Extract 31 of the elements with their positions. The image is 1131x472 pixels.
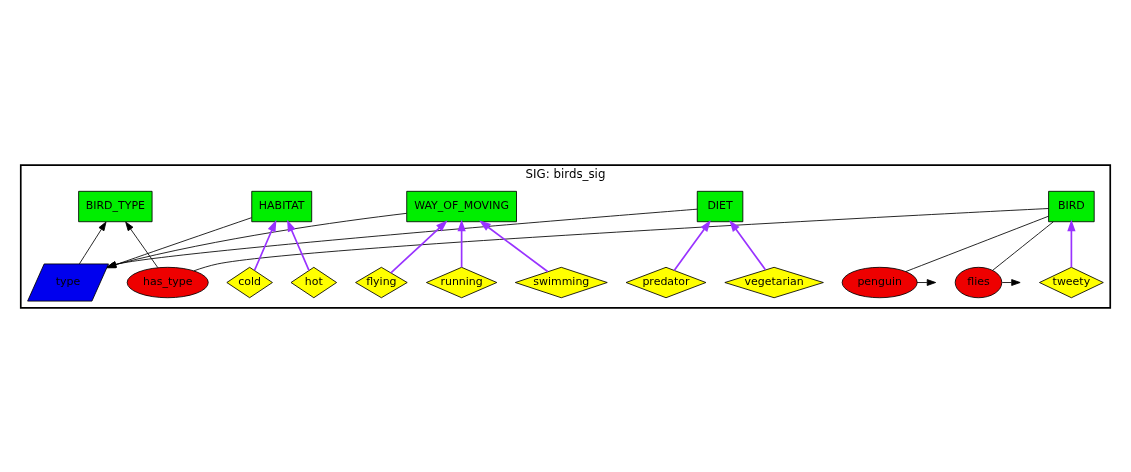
arrow — [78, 221, 107, 264]
connector — [193, 207, 1049, 271]
node-diamond: tweety — [1039, 266, 1104, 298]
connector — [992, 220, 1054, 271]
arrow — [1067, 219, 1076, 268]
node-ellipse: penguin — [841, 266, 918, 298]
node-ellipse: flies — [954, 266, 1003, 298]
connector — [905, 215, 1049, 272]
node-diamond: running — [426, 266, 498, 298]
node-box: WAY_OF_MOVING — [406, 190, 517, 222]
arrow — [673, 219, 711, 271]
node-box: HABITAT — [251, 190, 313, 222]
node-diamond: flying — [355, 266, 408, 298]
node-box: BIRD — [1048, 190, 1095, 222]
arrow — [729, 219, 767, 271]
arrow — [916, 278, 937, 286]
node-box: BIRD_TYPE — [78, 190, 153, 222]
arrow — [125, 221, 159, 268]
arrow — [390, 219, 448, 274]
arrow — [479, 219, 549, 273]
arrow — [457, 219, 466, 268]
node-diamond: predator — [625, 266, 707, 298]
node-diamond: cold — [226, 266, 273, 298]
arrow — [1001, 278, 1021, 286]
node-diamond: hot — [290, 266, 338, 298]
node-diamond: swimming — [514, 266, 608, 298]
arrow — [253, 219, 277, 271]
node-ellipse: has_type — [126, 266, 209, 298]
node-box: DIET — [696, 190, 744, 222]
node-diamond: vegetarian — [724, 266, 824, 298]
arrow — [287, 219, 310, 271]
